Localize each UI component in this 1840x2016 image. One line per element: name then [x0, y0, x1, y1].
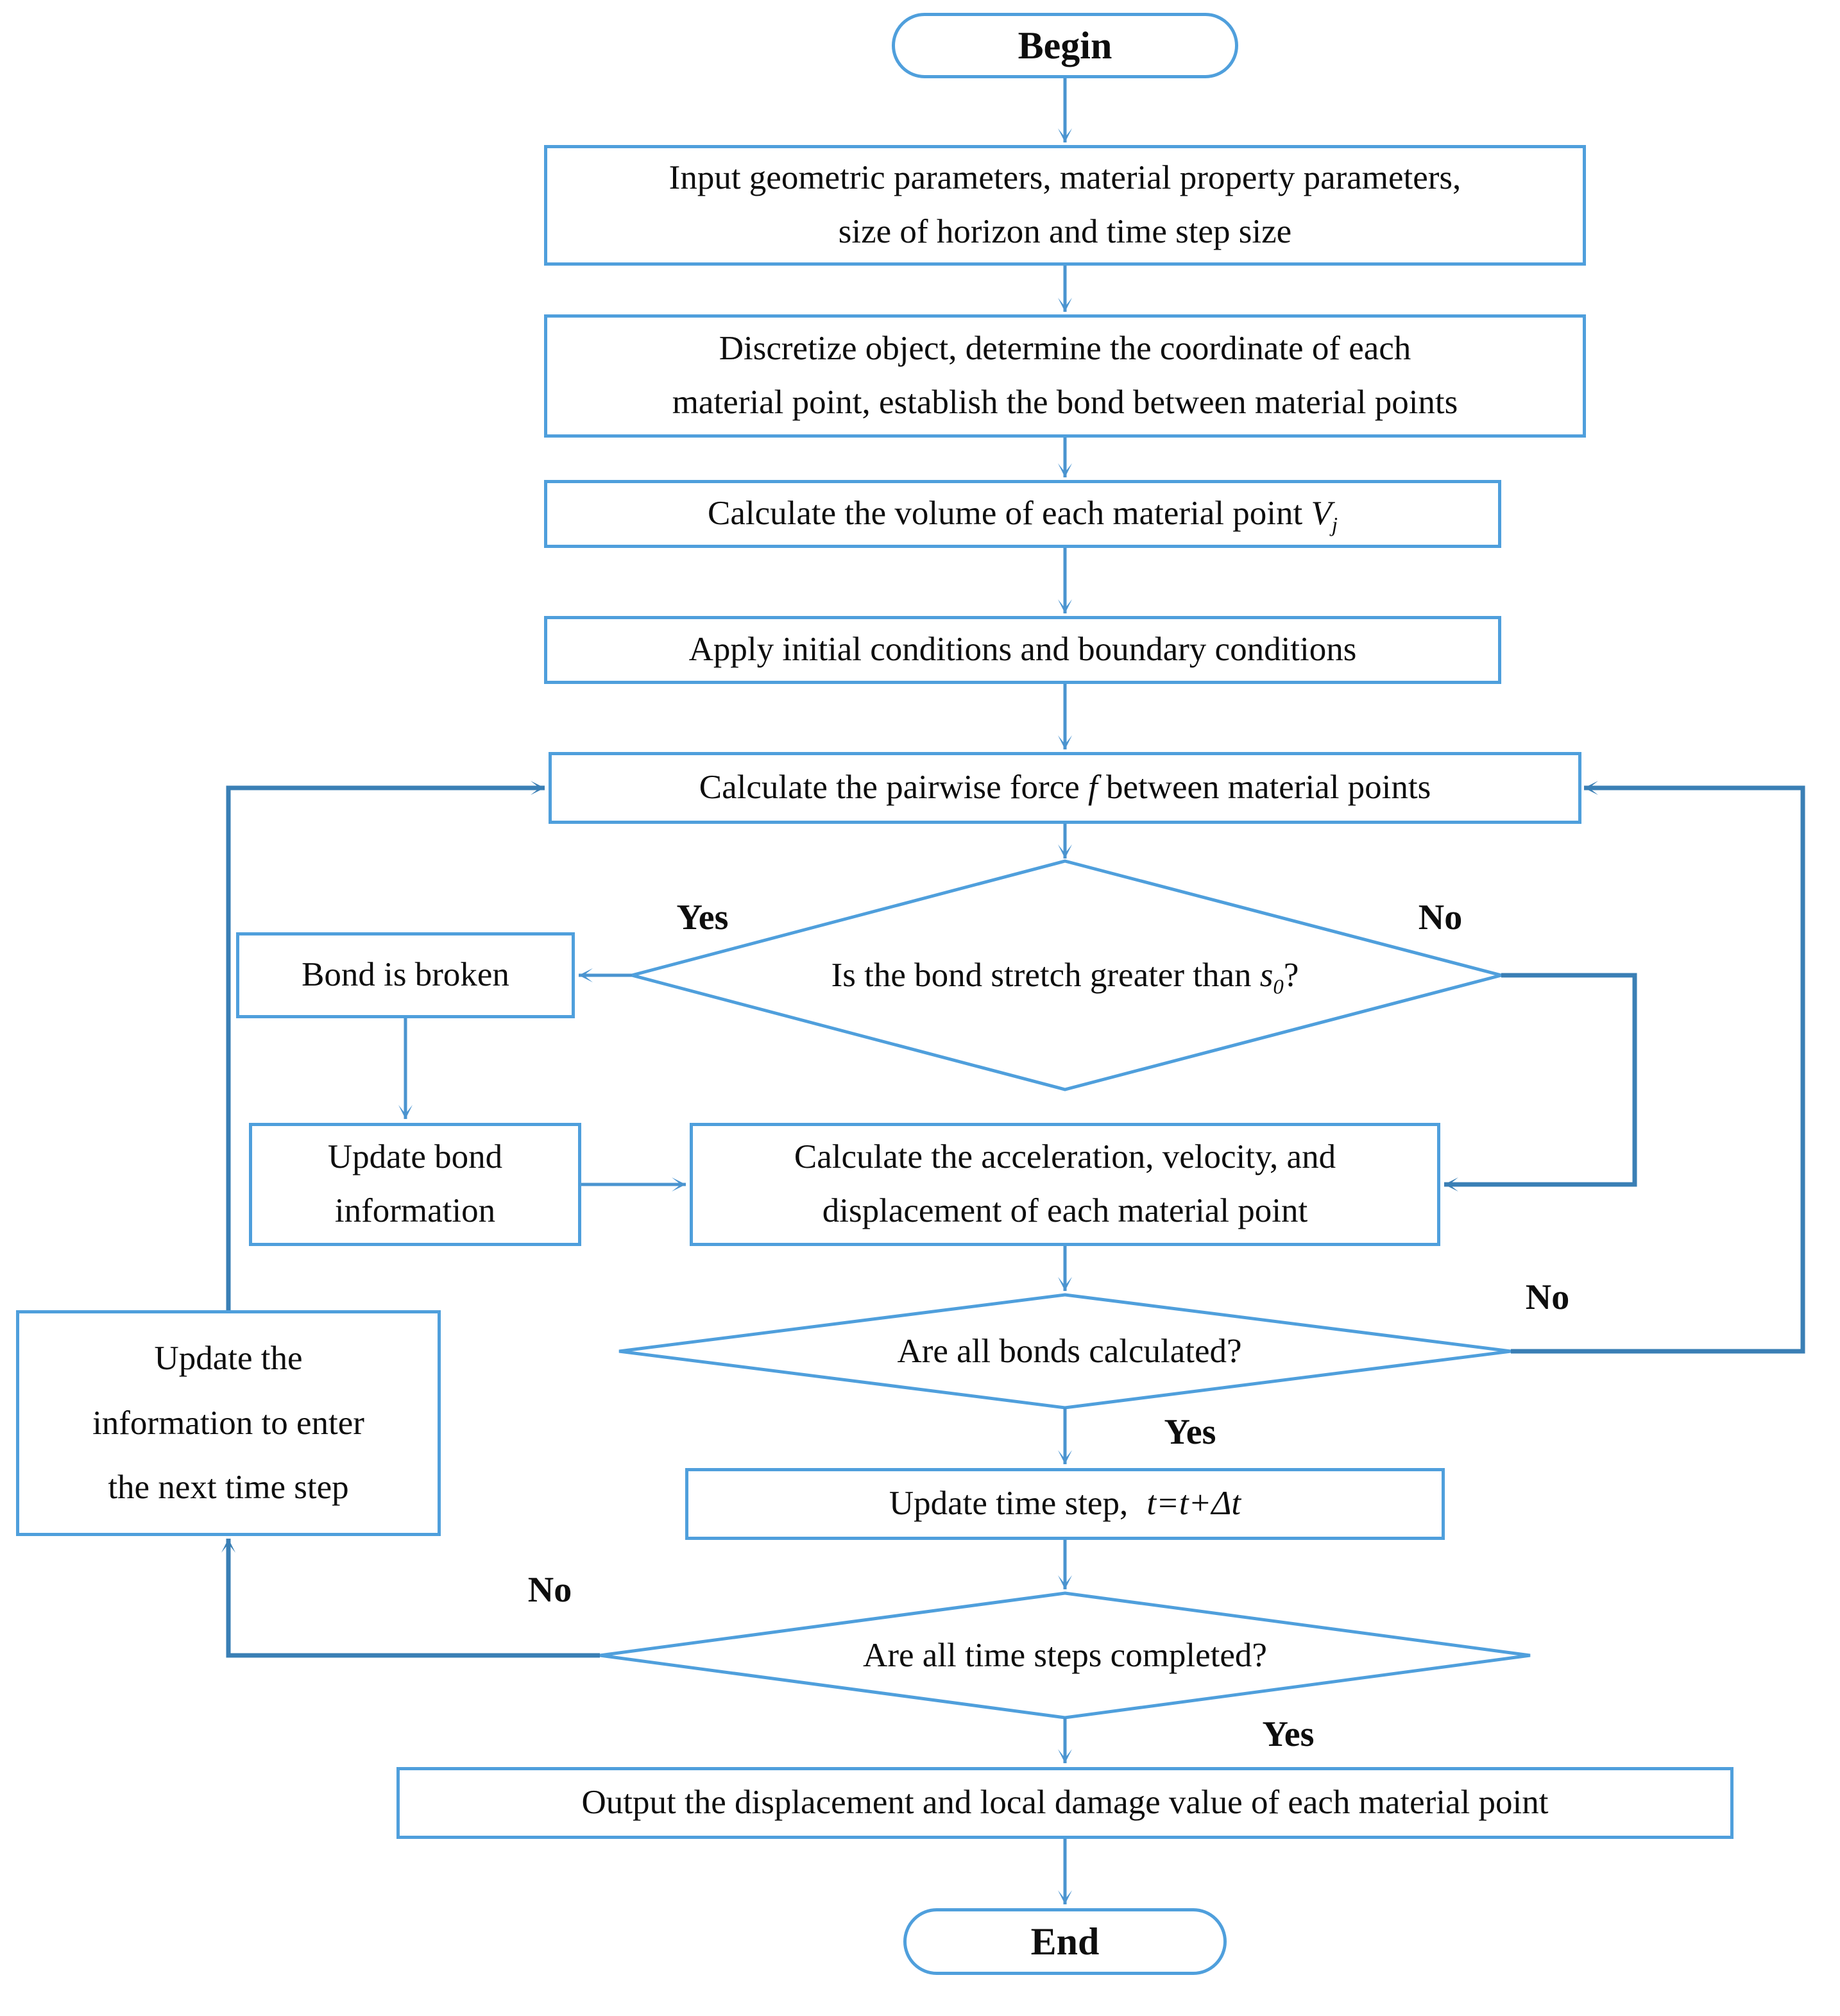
label-decision1-no: No [1370, 892, 1511, 943]
process-discretize-object: Discretize object, determine the coordin… [544, 314, 1586, 438]
process-update-time-step: Update time step, t=t+Δt [685, 1468, 1445, 1540]
update-time-formula: t=t+Δt [1146, 1485, 1241, 1523]
volume-variable: V [1311, 495, 1332, 533]
yes2-text: Yes [1164, 1412, 1216, 1452]
yes3-text: Yes [1262, 1714, 1315, 1754]
decision-bonds-calculated-text: Are all bonds calculated? [685, 1317, 1454, 1386]
decision1-label: Is the bond stretch greater than s0? [831, 956, 1299, 998]
update-bond-line-2: information [334, 1192, 496, 1229]
output-label: Output the displacement and local damage… [581, 1784, 1549, 1822]
terminator-end: End [903, 1908, 1227, 1975]
decision3-label: Are all time steps completed? [863, 1637, 1267, 1674]
update-bond-line-1: Update bond [327, 1138, 503, 1176]
update-info-line-3: the next time step [108, 1469, 349, 1507]
volume-subscript: j [1331, 513, 1338, 537]
label-decision2-no: No [1477, 1272, 1618, 1323]
update-info-line-2: information to enter [92, 1404, 364, 1442]
decision-bond-stretch-shape [626, 859, 1508, 1091]
connector-decision2-no-to-pairwise [1511, 781, 1805, 1354]
connector-decision1-no-to-acceleration [1444, 973, 1637, 1192]
volume-label: Calculate the volume of each material po… [708, 487, 1338, 541]
label-decision3-yes: Yes [1218, 1709, 1359, 1760]
decision1-variable: s [1259, 957, 1274, 994]
decision-time-steps-text: Are all time steps completed? [648, 1621, 1482, 1690]
bond-broken-label: Bond is broken [302, 956, 509, 994]
update-time-text: Update time step, [889, 1485, 1129, 1523]
process-output-results: Output the displacement and local damage… [396, 1767, 1734, 1839]
connector-decision3-no-to-update-info [221, 1539, 600, 1658]
no1-text: No [1418, 898, 1463, 937]
pairwise-label: Calculate the pairwise force f between m… [699, 761, 1431, 815]
process-calculate-volume: Calculate the volume of each material po… [544, 480, 1501, 548]
label-decision1-yes: Yes [632, 892, 773, 943]
discretize-line-1: Discretize object, determine the coordin… [719, 330, 1411, 368]
apply-label: Apply initial conditions and boundary co… [688, 631, 1357, 669]
process-calculate-acceleration: Calculate the acceleration, velocity, an… [690, 1123, 1440, 1246]
volume-text: Calculate the volume of each material po… [708, 495, 1311, 533]
decision1-text-post: ? [1283, 957, 1299, 994]
process-update-bond-information: Update bond information [249, 1123, 581, 1246]
terminator-begin: Begin [892, 13, 1238, 78]
decision-bond-stretch-text: Is the bond stretch greater than s0? [680, 937, 1450, 1014]
process-bond-is-broken: Bond is broken [236, 932, 575, 1018]
input-line-1: Input geometric parameters, material pro… [669, 159, 1461, 197]
process-apply-conditions: Apply initial conditions and boundary co… [544, 616, 1501, 684]
process-input-parameters: Input geometric parameters, material pro… [544, 145, 1586, 266]
acceleration-line-2: displacement of each material point [822, 1192, 1308, 1229]
no2-text: No [1525, 1277, 1570, 1317]
pairwise-variable: f [1088, 769, 1098, 807]
decision1-subscript: 0 [1273, 975, 1284, 999]
input-line-2: size of horizon and time step size [838, 213, 1292, 250]
label-decision3-no: No [479, 1564, 620, 1616]
update-time-label: Update time step, t=t+Δt [889, 1477, 1241, 1531]
discretize-line-2: material point, establish the bond betwe… [672, 384, 1458, 421]
update-info-line-1: Update the [154, 1339, 303, 1377]
pairwise-text-post: between material points [1097, 769, 1431, 807]
connector-update-info-to-pairwise [226, 781, 545, 1310]
decision2-label: Are all bonds calculated? [897, 1333, 1242, 1370]
yes1-text: Yes [676, 898, 729, 937]
process-calculate-pairwise-force: Calculate the pairwise force f between m… [549, 752, 1581, 824]
acceleration-line-1: Calculate the acceleration, velocity, an… [794, 1138, 1336, 1176]
decision1-text-pre: Is the bond stretch greater than [831, 957, 1260, 994]
process-update-info-next-step: Update the information to enter the next… [16, 1310, 441, 1536]
begin-label: Begin [1018, 24, 1112, 67]
label-decision2-yes: Yes [1120, 1406, 1261, 1458]
pairwise-text-pre: Calculate the pairwise force [699, 769, 1088, 807]
no3-text: No [527, 1570, 572, 1610]
end-label: End [1030, 1920, 1100, 1963]
